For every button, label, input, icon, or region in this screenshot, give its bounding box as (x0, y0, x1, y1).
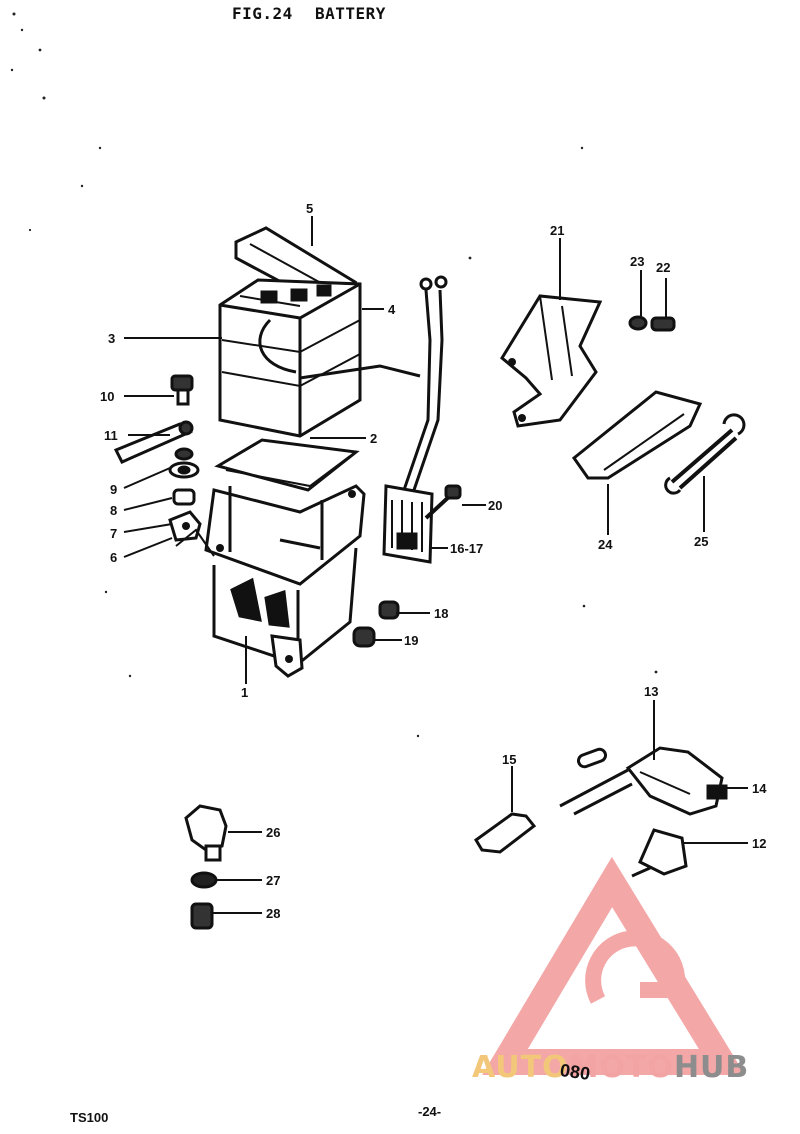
callout-7: 7 (110, 526, 117, 541)
callout-19: 19 (404, 633, 418, 648)
leader-lines (123, 216, 748, 914)
callout-16-17: 16-17 (450, 541, 483, 556)
figure-title: FIG.24 BATTERY (232, 4, 386, 23)
callout-28: 28 (266, 906, 280, 921)
watermark-logo (482, 856, 746, 1075)
callout-6: 6 (110, 550, 117, 565)
tool-bracket (500, 294, 676, 428)
callout-11: 11 (104, 428, 118, 443)
tool-kit (571, 390, 746, 495)
callout-14: 14 (752, 781, 767, 796)
diagram-code: 080 (558, 1060, 592, 1084)
battery-assembly (218, 226, 421, 438)
callout-25: 25 (694, 534, 708, 549)
callout-23: 23 (630, 254, 644, 269)
page-number: -24- (418, 1104, 442, 1119)
scan-noise (10, 12, 658, 738)
callout-10: 10 (100, 389, 114, 404)
callout-15: 15 (502, 752, 516, 767)
battery-case (204, 484, 366, 678)
callout-12: 12 (752, 836, 766, 851)
callout-26: 26 (266, 825, 280, 840)
figure-name: BATTERY (314, 4, 386, 23)
fuse-holder-set (474, 746, 728, 878)
fuse-harness (382, 275, 462, 564)
rubber-cushions (352, 600, 400, 648)
callout-4: 4 (388, 302, 396, 317)
model-name: TS100 (70, 1110, 109, 1125)
terminal-hardware (113, 374, 215, 557)
callout-18: 18 (434, 606, 448, 621)
callout-2: 2 (370, 431, 377, 446)
callout-27: 27 (266, 873, 280, 888)
callout-9: 9 (110, 482, 117, 497)
watermark-auto: AUTO (472, 1050, 569, 1085)
battery-pad (214, 438, 360, 492)
callout-8: 8 (110, 503, 117, 518)
callout-1: 1 (241, 685, 248, 700)
callout-21: 21 (550, 223, 564, 238)
callout-24: 24 (598, 537, 613, 552)
watermark-hub: HUB (673, 1050, 750, 1085)
callout-13: 13 (644, 684, 658, 699)
callout-labels: 5 4 3 2 10 11 9 8 7 6 1 16-17 20 18 19 2… (100, 201, 767, 921)
callout-22: 22 (656, 260, 670, 275)
watermark-moto: MOTO (568, 1050, 674, 1085)
callout-5: 5 (306, 201, 313, 216)
fasteners-bottom-left (184, 804, 228, 930)
callout-20: 20 (488, 498, 502, 513)
watermark-text: AUTOMOTOHUB (472, 1050, 749, 1085)
figure-number: FIG.24 (232, 4, 293, 23)
callout-3: 3 (108, 331, 115, 346)
